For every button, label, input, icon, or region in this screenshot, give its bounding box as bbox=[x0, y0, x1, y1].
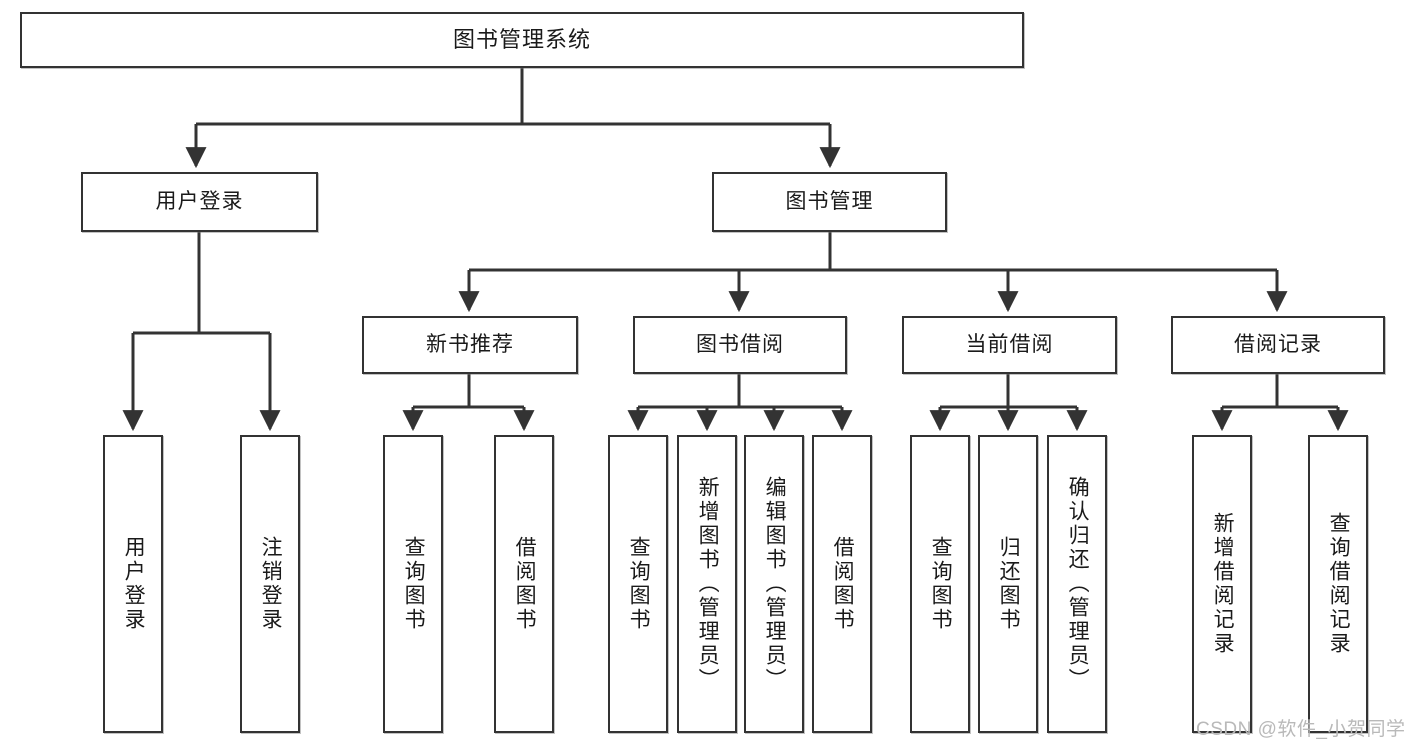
node-leaf-query-book-2-label: 查询图书 bbox=[627, 536, 651, 632]
node-leaf-query-book-1[interactable]: 查询图书 bbox=[383, 435, 443, 733]
node-leaf-confirm-return[interactable]: 确认归还（管理员） bbox=[1047, 435, 1107, 733]
node-leaf-borrow-book-1[interactable]: 借阅图书 bbox=[494, 435, 554, 733]
node-leaf-query-record[interactable]: 查询借阅记录 bbox=[1308, 435, 1368, 733]
node-borrow-record-label: 借阅记录 bbox=[1234, 333, 1322, 357]
node-leaf-query-book-2[interactable]: 查询图书 bbox=[608, 435, 668, 733]
node-leaf-borrow-book-1-label: 借阅图书 bbox=[513, 536, 537, 632]
node-leaf-return-book-label: 归还图书 bbox=[997, 536, 1021, 632]
node-leaf-add-book[interactable]: 新增图书（管理员） bbox=[677, 435, 737, 733]
node-leaf-user-login[interactable]: 用户登录 bbox=[103, 435, 163, 733]
node-book-manage[interactable]: 图书管理 bbox=[712, 172, 947, 232]
node-root[interactable]: 图书管理系统 bbox=[20, 12, 1024, 68]
node-leaf-add-book-label: 新增图书（管理员） bbox=[696, 476, 720, 692]
node-borrow-record[interactable]: 借阅记录 bbox=[1171, 316, 1385, 374]
node-leaf-confirm-return-label: 确认归还（管理员） bbox=[1066, 476, 1090, 692]
node-current-borrow-label: 当前借阅 bbox=[965, 333, 1054, 357]
node-leaf-return-book[interactable]: 归还图书 bbox=[978, 435, 1038, 733]
node-user-login-label: 用户登录 bbox=[155, 190, 244, 214]
node-new-book-recommend-label: 新书推荐 bbox=[426, 333, 514, 357]
watermark-text: CSDN @软件_小贺同学 bbox=[1196, 719, 1405, 740]
node-leaf-add-record-label: 新增借阅记录 bbox=[1211, 512, 1235, 656]
node-leaf-query-book-3-label: 查询图书 bbox=[929, 536, 953, 632]
node-leaf-user-login-label: 用户登录 bbox=[122, 536, 146, 632]
node-book-borrow-label: 图书借阅 bbox=[696, 333, 784, 357]
node-leaf-add-record[interactable]: 新增借阅记录 bbox=[1192, 435, 1252, 733]
node-leaf-query-record-label: 查询借阅记录 bbox=[1327, 512, 1351, 656]
node-leaf-query-book-3[interactable]: 查询图书 bbox=[910, 435, 970, 733]
watermark: CSDN @软件_小贺同学 bbox=[1196, 714, 1405, 741]
node-leaf-query-book-1-label: 查询图书 bbox=[402, 536, 426, 632]
node-user-login[interactable]: 用户登录 bbox=[81, 172, 318, 232]
node-current-borrow[interactable]: 当前借阅 bbox=[902, 316, 1117, 374]
node-leaf-user-logout-label: 注销登录 bbox=[259, 536, 283, 632]
node-root-label: 图书管理系统 bbox=[452, 26, 591, 52]
node-book-manage-label: 图书管理 bbox=[785, 190, 874, 214]
node-new-book-recommend[interactable]: 新书推荐 bbox=[362, 316, 578, 374]
node-leaf-borrow-book-2-label: 借阅图书 bbox=[831, 536, 855, 632]
node-leaf-edit-book-label: 编辑图书（管理员） bbox=[763, 476, 787, 692]
node-leaf-user-logout[interactable]: 注销登录 bbox=[240, 435, 300, 733]
node-leaf-edit-book[interactable]: 编辑图书（管理员） bbox=[744, 435, 804, 733]
node-book-borrow[interactable]: 图书借阅 bbox=[633, 316, 847, 374]
node-leaf-borrow-book-2[interactable]: 借阅图书 bbox=[812, 435, 872, 733]
